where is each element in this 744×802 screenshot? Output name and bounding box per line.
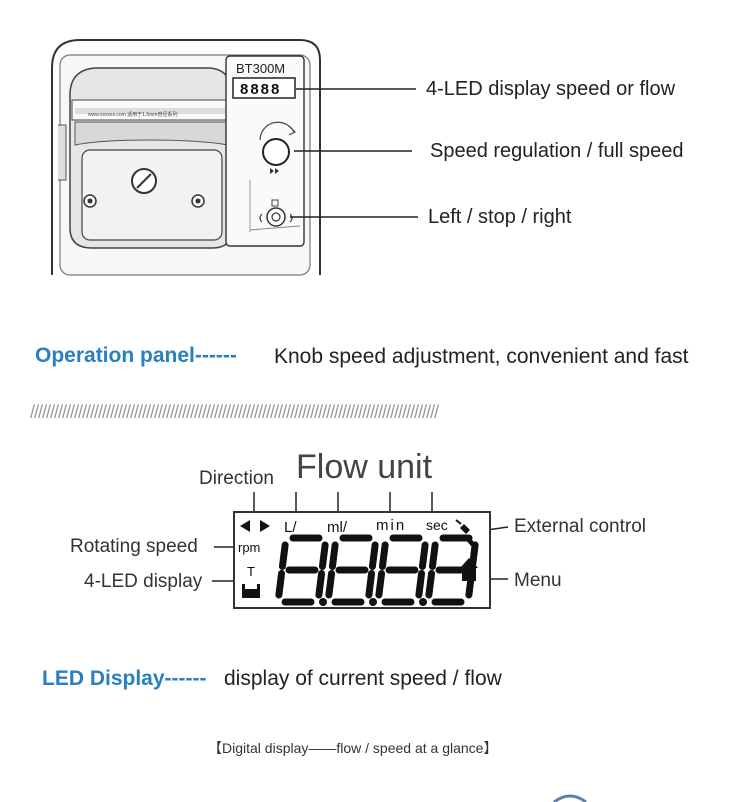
knob-callout: Speed regulation / full speed xyxy=(430,140,684,162)
digit-1-decimal-point xyxy=(319,598,327,606)
digit-3-decimal-point xyxy=(419,598,427,606)
unit-min: min xyxy=(376,517,406,534)
digit-3-segment-f xyxy=(378,541,389,570)
operation-panel-description: Knob speed adjustment, convenient and fa… xyxy=(274,345,689,368)
direction-left-arrow-icon xyxy=(240,520,250,532)
caption: 【Digital display——flow / speed at a glan… xyxy=(208,740,498,756)
unit-ml: ml/ xyxy=(327,519,348,536)
digit-1-segment-e xyxy=(275,570,286,599)
model-label: BT300M xyxy=(236,61,285,76)
rotating-speed-label: Rotating speed xyxy=(70,536,198,557)
digit-3-segment-c xyxy=(415,570,426,599)
divider: ////////////////////////////////////////… xyxy=(30,402,439,422)
digit-4-segment-e xyxy=(425,570,436,599)
direction-switch[interactable] xyxy=(266,207,286,227)
digit-2-segment-c xyxy=(365,570,376,599)
digit-2-decimal-point xyxy=(369,598,377,606)
decorative-arc xyxy=(553,794,587,802)
operation-panel-title: Operation panel------ xyxy=(35,344,237,367)
rpm-unit: rpm xyxy=(238,540,260,555)
digit-1-segment-c xyxy=(315,570,326,599)
direction-right-arrow-icon xyxy=(260,520,270,532)
digit-4-segment-b xyxy=(468,541,479,570)
digit-2-segment-f xyxy=(328,541,339,570)
direction-callout: Left / stop / right xyxy=(428,206,572,228)
flow-unit-title: Flow unit xyxy=(296,448,433,486)
digit-3-segment-b xyxy=(418,541,429,570)
control-panel: BT300M 8888 xyxy=(225,55,305,247)
digit-2-segment-e xyxy=(325,570,336,599)
mini-display xyxy=(232,77,296,99)
lcd-frame xyxy=(233,511,491,609)
digit-4-segment-c xyxy=(465,570,476,599)
display-callout: 4-LED display speed or flow xyxy=(426,78,676,100)
direction-label: Direction xyxy=(199,468,274,489)
digit-1-segment-b xyxy=(318,541,329,570)
lcd-digits xyxy=(275,534,479,606)
menu-label: Menu xyxy=(514,570,562,591)
mini-display-digits: 8888 xyxy=(240,81,281,98)
lcd-diagram: L/ ml/ min sec rpm T xyxy=(212,492,509,609)
pump-head: www.xxxxxx.com 适用于1.6mm管径系列 xyxy=(58,67,253,249)
speed-knob[interactable] xyxy=(262,138,290,166)
led-display-description: display of current speed / flow xyxy=(224,667,502,690)
pump-tube-icon xyxy=(242,584,260,598)
led-display-label: 4-LED display xyxy=(84,571,203,592)
digit-4-segment-f xyxy=(428,541,439,570)
led-display-title: LED Display------ xyxy=(42,667,207,690)
digit-2-segment-b xyxy=(368,541,379,570)
pump-illustration: www.xxxxxx.com 适用于1.6mm管径系列 BT300M 8888 xyxy=(51,39,418,276)
t-indicator: T xyxy=(247,564,255,579)
external-control-label: External control xyxy=(514,516,647,537)
digit-1-segment-f xyxy=(278,541,289,570)
pumphead-text: www.xxxxxx.com 适用于1.6mm管径系列 xyxy=(88,111,177,118)
unit-sec: sec xyxy=(426,517,448,533)
digit-3-segment-e xyxy=(375,570,386,599)
unit-liter: L/ xyxy=(284,519,297,536)
